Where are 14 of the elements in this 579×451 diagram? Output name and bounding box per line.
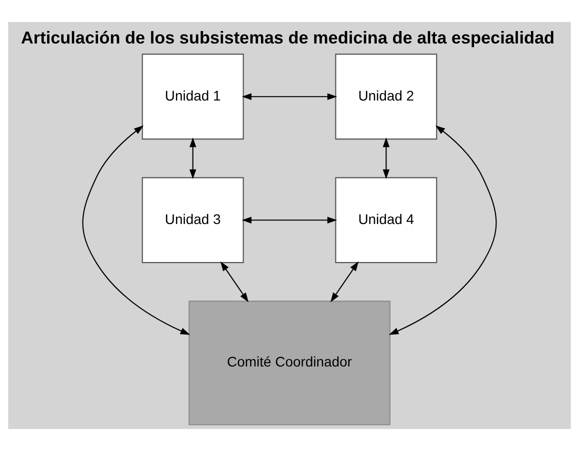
arrow [82, 125, 190, 335]
arrow [189, 138, 196, 180]
arrow [330, 261, 359, 302]
node-box: Comité Coordinador [188, 300, 390, 426]
node-box: Unidad 2 [335, 54, 438, 140]
arrow [382, 138, 390, 180]
arrow [242, 216, 338, 224]
arrow [388, 125, 497, 335]
arrow [242, 93, 338, 100]
node-box: Unidad 4 [335, 177, 438, 264]
diagram-title: Articulación de los subsistemas de medicina de alta especialidad [21, 27, 555, 48]
node-box: Unidad 3 [142, 177, 244, 264]
node-box: Unidad 1 [142, 54, 244, 140]
arrow [220, 261, 249, 302]
